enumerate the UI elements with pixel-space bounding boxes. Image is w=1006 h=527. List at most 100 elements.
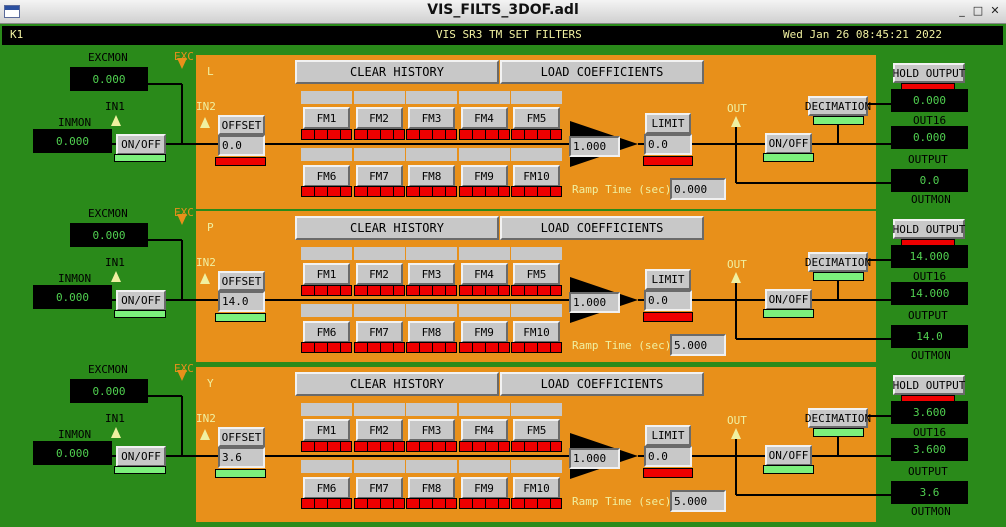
- hold-output-button[interactable]: HOLD OUTPUT: [893, 375, 965, 395]
- load-coefficients-button[interactable]: LOAD COEFFICIENTS: [500, 216, 704, 240]
- offset-entry[interactable]: 0.0: [218, 135, 265, 156]
- input-onoff-button[interactable]: ON/OFF: [116, 134, 166, 155]
- offset-entry[interactable]: 14.0: [218, 291, 265, 312]
- fm-status-strip: [353, 460, 405, 473]
- output-onoff-button[interactable]: ON/OFF: [765, 445, 812, 466]
- fm-indicator-separator: [366, 343, 368, 352]
- fm9-button[interactable]: FM9: [460, 165, 508, 187]
- fm1-button[interactable]: FM1: [303, 107, 350, 129]
- fm4-button[interactable]: FM4: [460, 419, 508, 441]
- inmon-label: INMON: [58, 428, 92, 441]
- fm1-button[interactable]: FM1: [303, 419, 350, 441]
- ramp-time-entry[interactable]: 5.000: [670, 490, 726, 512]
- fm-indicator-separator: [314, 130, 315, 139]
- fm-engaged-indicator: [353, 285, 405, 296]
- output-onoff-button[interactable]: ON/OFF: [765, 289, 812, 310]
- fm3-button[interactable]: FM3: [408, 263, 455, 285]
- window-titlebar: VIS_FILTS_3DOF.adl _ □ ✕: [0, 0, 1006, 24]
- fm10-button[interactable]: FM10: [513, 321, 560, 343]
- window-title: VIS_FILTS_3DOF.adl: [427, 2, 579, 18]
- fm-indicator-separator: [550, 286, 551, 295]
- fm3-button[interactable]: FM3: [408, 419, 455, 441]
- gain-entry[interactable]: 1.000: [569, 292, 620, 313]
- inmon-label: INMON: [58, 116, 92, 129]
- fm6-button[interactable]: FM6: [303, 165, 350, 187]
- fm8-button[interactable]: FM8: [408, 321, 455, 343]
- fm7-button[interactable]: FM7: [355, 321, 403, 343]
- fm-indicator-separator: [445, 130, 446, 139]
- fm-indicator-separator: [327, 499, 328, 508]
- fm9-button[interactable]: FM9: [460, 321, 508, 343]
- fm4-button[interactable]: FM4: [460, 107, 508, 129]
- limit-button[interactable]: LIMIT: [645, 269, 691, 290]
- fm-status-strip: [406, 304, 457, 317]
- outmon-readback: 3.6: [891, 481, 968, 504]
- fm-indicator-separator: [379, 499, 381, 508]
- load-coefficients-button[interactable]: LOAD COEFFICIENTS: [500, 60, 704, 84]
- fm10-button[interactable]: FM10: [513, 477, 560, 499]
- fm-indicator-separator: [392, 499, 394, 508]
- decimation-button[interactable]: DECIMATION: [805, 96, 871, 116]
- fm-indicator-separator: [314, 286, 315, 295]
- fm8-button[interactable]: FM8: [408, 165, 455, 187]
- decimation-button[interactable]: DECIMATION: [805, 252, 871, 272]
- fm2-button[interactable]: FM2: [355, 107, 403, 129]
- decimation-button[interactable]: DECIMATION: [805, 408, 871, 428]
- fm3-button[interactable]: FM3: [408, 107, 455, 129]
- fm2-button[interactable]: FM2: [355, 263, 403, 285]
- limit-entry[interactable]: 0.0: [644, 290, 692, 311]
- fm2-button[interactable]: FM2: [355, 419, 403, 441]
- fm7-button[interactable]: FM7: [355, 477, 403, 499]
- fm-engaged-indicator: [511, 186, 562, 197]
- close-icon[interactable]: ✕: [990, 4, 1000, 17]
- fm5-button[interactable]: FM5: [513, 419, 560, 441]
- fm9-button[interactable]: FM9: [460, 477, 508, 499]
- clear-history-button[interactable]: CLEAR HISTORY: [295, 60, 499, 84]
- inmon-readback: 0.000: [33, 129, 112, 153]
- limit-button[interactable]: LIMIT: [645, 425, 691, 446]
- minimize-icon[interactable]: _: [959, 4, 965, 17]
- clear-history-button[interactable]: CLEAR HISTORY: [295, 372, 499, 396]
- offset-button[interactable]: OFFSET: [218, 115, 265, 135]
- gain-entry[interactable]: 1.000: [569, 136, 620, 157]
- fm-indicator-separator: [419, 130, 420, 139]
- offset-button[interactable]: OFFSET: [218, 271, 265, 291]
- excmon-readback: 0.000: [70, 379, 148, 403]
- gain-entry[interactable]: 1.000: [569, 448, 620, 469]
- load-coefficients-button[interactable]: LOAD COEFFICIENTS: [500, 372, 704, 396]
- offset-button[interactable]: OFFSET: [218, 427, 265, 447]
- offset-entry[interactable]: 3.6: [218, 447, 265, 468]
- fm-indicator-separator: [550, 442, 551, 451]
- fm6-button[interactable]: FM6: [303, 477, 350, 499]
- fm7-button[interactable]: FM7: [355, 165, 403, 187]
- clear-history-button[interactable]: CLEAR HISTORY: [295, 216, 499, 240]
- fm5-button[interactable]: FM5: [513, 107, 560, 129]
- fm-status-strip: [511, 148, 562, 161]
- limit-entry[interactable]: 0.0: [644, 446, 692, 467]
- fm1-button[interactable]: FM1: [303, 263, 350, 285]
- limit-button[interactable]: LIMIT: [645, 113, 691, 134]
- fm-indicator-separator: [314, 499, 315, 508]
- fm5-button[interactable]: FM5: [513, 263, 560, 285]
- fm-engaged-indicator: [458, 285, 510, 296]
- ramp-time-entry[interactable]: 0.000: [670, 178, 726, 200]
- fm6-button[interactable]: FM6: [303, 321, 350, 343]
- limit-entry[interactable]: 0.0: [644, 134, 692, 155]
- fm10-button[interactable]: FM10: [513, 165, 560, 187]
- maximize-icon[interactable]: □: [972, 4, 984, 17]
- output-onoff-button[interactable]: ON/OFF: [765, 133, 812, 154]
- input-onoff-button[interactable]: ON/OFF: [116, 290, 166, 311]
- input-onoff-indicator: [114, 310, 166, 318]
- fm-engaged-indicator: [301, 186, 352, 197]
- hold-output-button[interactable]: HOLD OUTPUT: [893, 219, 965, 239]
- fm4-button[interactable]: FM4: [460, 263, 508, 285]
- input-onoff-button[interactable]: ON/OFF: [116, 446, 166, 467]
- fm-status-strip: [301, 304, 352, 317]
- inmon-readback: 0.000: [33, 285, 112, 309]
- fm-engaged-indicator: [406, 342, 457, 353]
- fm-indicator-separator: [314, 343, 315, 352]
- hold-output-button[interactable]: HOLD OUTPUT: [893, 63, 965, 83]
- fm8-button[interactable]: FM8: [408, 477, 455, 499]
- ramp-time-entry[interactable]: 5.000: [670, 334, 726, 356]
- exc-label: EXC: [174, 362, 194, 375]
